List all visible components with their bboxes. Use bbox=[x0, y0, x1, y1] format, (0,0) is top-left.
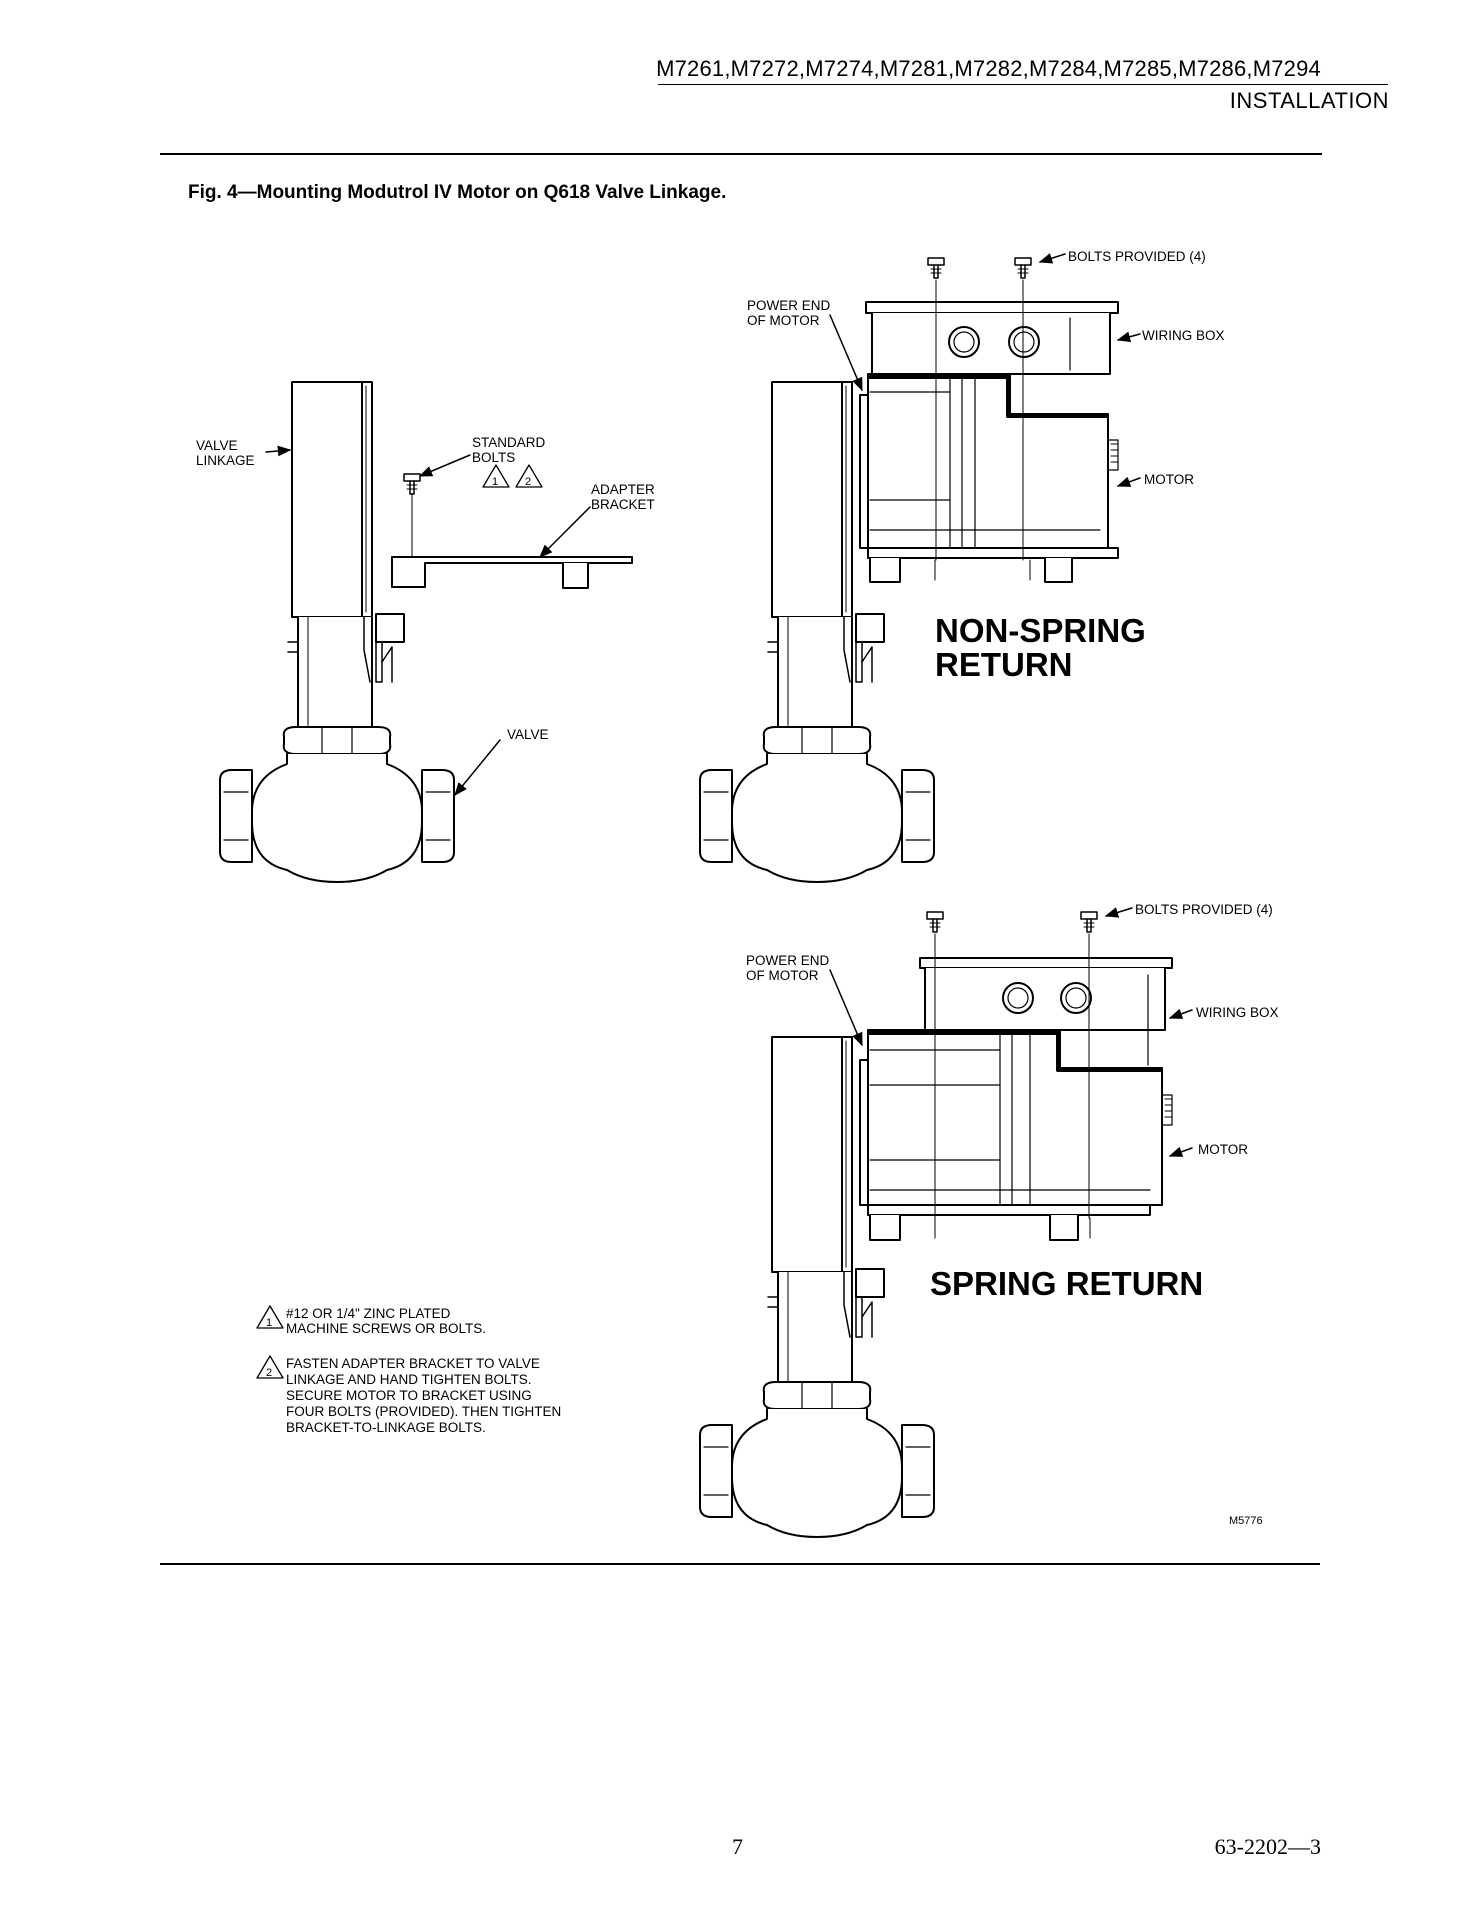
header-models: M7261,M7272,M7274,M7281,M7282,M7284,M728… bbox=[656, 56, 1321, 81]
valve-linkage-left bbox=[219, 381, 455, 883]
label-motor-top: MOTOR bbox=[1144, 472, 1194, 487]
title-non-spring-2: RETURN bbox=[935, 646, 1073, 683]
label-bolts-provided-top: BOLTS PROVIDED (4) bbox=[1068, 249, 1206, 264]
label-adapter-bracket-2: BRACKET bbox=[591, 497, 655, 512]
bolt-icon bbox=[927, 257, 945, 279]
note-2-line-2: LINKAGE AND HAND TIGHTEN BOLTS. bbox=[286, 1372, 532, 1387]
label-power-end-top-1: POWER END bbox=[747, 298, 831, 313]
label-adapter-bracket-1: ADAPTER bbox=[591, 482, 655, 497]
label-valve-linkage-2: LINKAGE bbox=[196, 453, 255, 468]
label-power-end-bottom-2: OF MOTOR bbox=[746, 968, 819, 983]
label-valve-linkage-1: VALVE bbox=[196, 438, 238, 453]
label-wiring-box-top: WIRING BOX bbox=[1142, 328, 1225, 343]
bolt-icon bbox=[1014, 257, 1032, 279]
bolt-icon bbox=[926, 911, 944, 933]
page-number: 7 bbox=[732, 1834, 743, 1859]
figure-code: M5776 bbox=[1229, 1515, 1263, 1527]
title-spring-return: SPRING RETURN bbox=[930, 1265, 1203, 1302]
document-number: 63-2202—3 bbox=[1214, 1834, 1321, 1859]
header-section: INSTALLATION bbox=[1229, 88, 1389, 113]
label-power-end-top-2: OF MOTOR bbox=[747, 313, 820, 328]
label-valve: VALVE bbox=[507, 727, 549, 742]
note-2-line-1: FASTEN ADAPTER BRACKET TO VALVE bbox=[286, 1356, 540, 1371]
bottom-rule bbox=[160, 1563, 1320, 1565]
title-non-spring-1: NON-SPRING bbox=[935, 612, 1146, 649]
spring-motor bbox=[859, 957, 1173, 1241]
note-1-line-2: MACHINE SCREWS OR BOLTS. bbox=[286, 1321, 486, 1336]
bolt-icon bbox=[1080, 911, 1098, 933]
label-standard-bolts-2: BOLTS bbox=[472, 450, 515, 465]
standard-bolt bbox=[403, 473, 421, 495]
adapter-bracket bbox=[391, 556, 633, 589]
svg-text:2: 2 bbox=[525, 476, 531, 488]
top-rule bbox=[160, 153, 1322, 155]
header-rule bbox=[658, 84, 1388, 85]
note-2-line-5: BRACKET-TO-LINKAGE BOLTS. bbox=[286, 1420, 486, 1435]
label-wiring-box-bottom: WIRING BOX bbox=[1196, 1005, 1279, 1020]
note-2-line-3: SECURE MOTOR TO BRACKET USING bbox=[286, 1388, 532, 1403]
non-spring-motor bbox=[859, 301, 1119, 583]
note-2-line-4: FOUR BOLTS (PROVIDED). THEN TIGHTEN bbox=[286, 1404, 561, 1419]
note-2-number: 2 bbox=[266, 1367, 272, 1379]
note-1-line-1: #12 OR 1/4" ZINC PLATED bbox=[286, 1306, 451, 1321]
svg-text:1: 1 bbox=[492, 476, 498, 488]
label-bolts-provided-bottom: BOLTS PROVIDED (4) bbox=[1135, 902, 1273, 917]
note-1-number: 1 bbox=[266, 1317, 272, 1329]
label-power-end-bottom-1: POWER END bbox=[746, 953, 830, 968]
figure-caption: Fig. 4—Mounting Modutrol IV Motor on Q61… bbox=[188, 182, 727, 203]
label-standard-bolts-1: STANDARD bbox=[472, 435, 546, 450]
label-motor-bottom: MOTOR bbox=[1198, 1142, 1248, 1157]
